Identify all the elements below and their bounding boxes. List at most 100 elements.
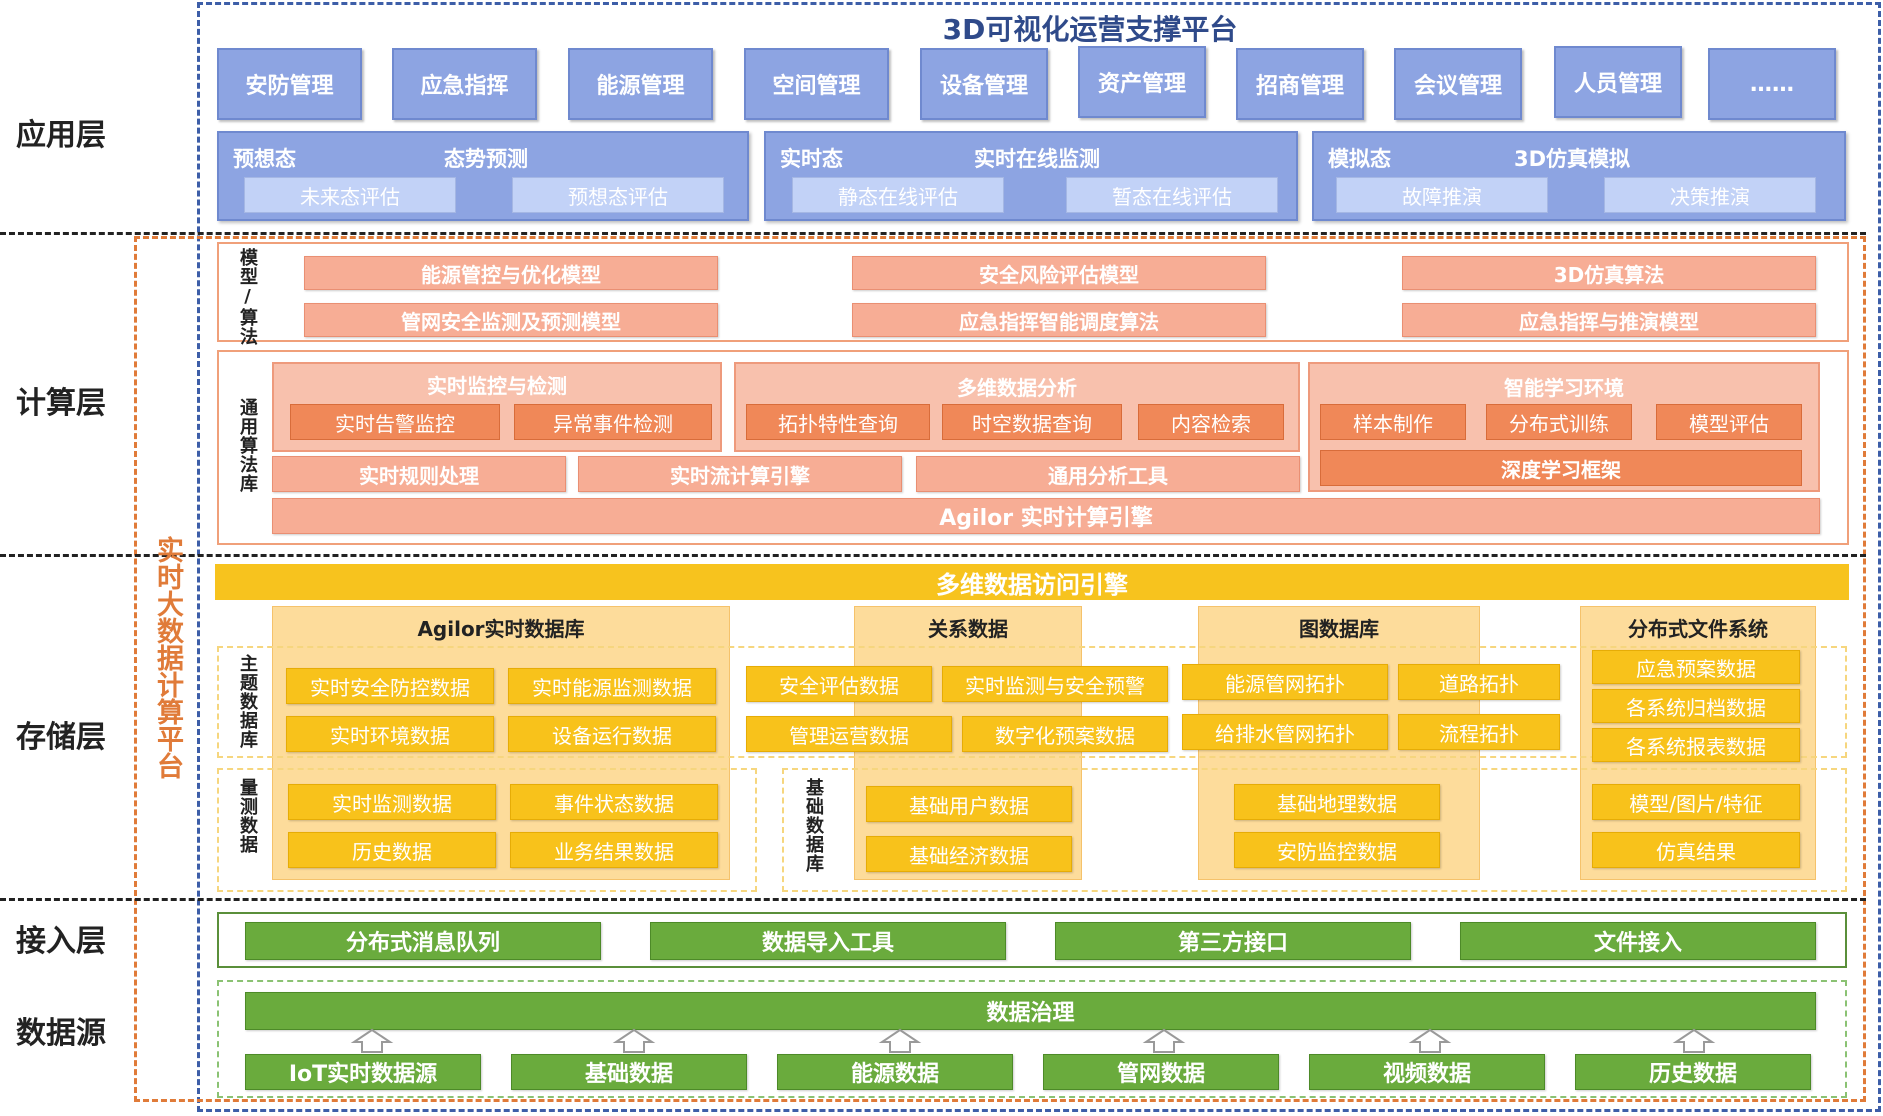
algo-item[interactable]: 内容检索 [1138, 404, 1284, 440]
multi-dim-access-engine[interactable]: 多维数据访问引擎 [215, 564, 1849, 600]
storage-item[interactable]: 数字化预案数据 [962, 716, 1168, 752]
model-item[interactable]: 3D仿真算法 [1402, 256, 1816, 290]
access-item[interactable]: 分布式消息队列 [245, 922, 601, 960]
app-more[interactable]: …… [1708, 48, 1836, 120]
up-arrow-icon [612, 1028, 656, 1053]
app-equipment[interactable]: 设备管理 [920, 48, 1048, 120]
storage-item[interactable]: 历史数据 [288, 832, 496, 868]
algo-item[interactable]: 拓扑特性查询 [746, 404, 930, 440]
algo-row-item[interactable]: 实时规则处理 [272, 456, 566, 492]
app-personnel[interactable]: 人员管理 [1554, 46, 1682, 118]
state-feature: 实时在线监测 [974, 147, 1100, 171]
app-energy[interactable]: 能源管理 [568, 48, 713, 120]
base-db-frame [782, 768, 1847, 892]
algo-panel-learning: 智能学习环境 样本制作 分布式训练 模型评估 深度学习框架 [1308, 362, 1820, 492]
source-item[interactable]: 视频数据 [1309, 1054, 1545, 1090]
algo-item[interactable]: 样本制作 [1320, 404, 1466, 440]
storage-title: 图数据库 [1299, 616, 1379, 641]
app-assets[interactable]: 资产管理 [1078, 46, 1206, 118]
model-item[interactable]: 能源管控与优化模型 [304, 256, 718, 290]
agilor-engine[interactable]: Agilor 实时计算引擎 [272, 498, 1820, 534]
divider-compute-storage [0, 554, 1866, 557]
access-item[interactable]: 第三方接口 [1055, 922, 1411, 960]
storage-item[interactable]: 安防监控数据 [1234, 832, 1440, 868]
divider-storage-access [0, 898, 1866, 901]
state-panel-simulate: 模拟态 3D仿真模拟 故障推演 决策推演 [1312, 131, 1846, 221]
storage-item[interactable]: 事件状态数据 [510, 784, 718, 820]
storage-item[interactable]: 安全评估数据 [746, 666, 932, 702]
state-item[interactable]: 未来态评估 [244, 177, 456, 213]
app-investment[interactable]: 招商管理 [1236, 48, 1364, 120]
algo-item[interactable]: 实时告警监控 [290, 404, 500, 440]
source-item[interactable]: IoT实时数据源 [245, 1054, 481, 1090]
source-item[interactable]: 历史数据 [1575, 1054, 1811, 1090]
side-label: 实时大数据计算平台 [152, 536, 183, 779]
algo-item[interactable]: 分布式训练 [1486, 404, 1632, 440]
storage-item[interactable]: 给排水管网拓扑 [1182, 714, 1388, 750]
storage-item[interactable]: 道路拓扑 [1398, 664, 1560, 700]
measure-data-frame [217, 768, 757, 892]
layer-label-app: 应用层 [16, 118, 106, 153]
storage-item[interactable]: 实时能源监测数据 [508, 668, 716, 704]
state-item[interactable]: 暂态在线评估 [1066, 177, 1278, 213]
layer-label-compute: 计算层 [16, 386, 106, 421]
source-item[interactable]: 管网数据 [1043, 1054, 1279, 1090]
state-item[interactable]: 预想态评估 [512, 177, 724, 213]
app-emergency[interactable]: 应急指挥 [392, 48, 537, 120]
algo-panel-monitor: 实时监控与检测 实时告警监控 异常事件检测 [272, 362, 722, 452]
storage-item[interactable]: 基础经济数据 [866, 836, 1072, 872]
app-meeting[interactable]: 会议管理 [1394, 48, 1522, 120]
platform-frame [197, 2, 1881, 1112]
storage-item[interactable]: 模型/图片/特征 [1592, 784, 1800, 820]
up-arrow-icon [878, 1028, 922, 1053]
access-item[interactable]: 数据导入工具 [650, 922, 1006, 960]
topic-db-label: 主题数据库 [237, 654, 258, 749]
topic-db-frame [217, 646, 1847, 758]
storage-item[interactable]: 基础地理数据 [1234, 784, 1440, 820]
state-name: 预想态 [233, 147, 296, 171]
state-feature: 3D仿真模拟 [1514, 147, 1631, 171]
access-item[interactable]: 文件接入 [1460, 922, 1816, 960]
storage-item[interactable]: 业务结果数据 [510, 832, 718, 868]
algo-row-item[interactable]: 通用分析工具 [916, 456, 1300, 492]
storage-item[interactable]: 实时环境数据 [286, 716, 494, 752]
storage-item[interactable]: 流程拓扑 [1398, 714, 1560, 750]
algo-item[interactable]: 模型评估 [1656, 404, 1802, 440]
storage-item[interactable]: 设备运行数据 [508, 716, 716, 752]
model-item[interactable]: 应急指挥与推演模型 [1402, 303, 1816, 337]
storage-item[interactable]: 各系统归档数据 [1592, 689, 1800, 723]
storage-item[interactable]: 实时安全防控数据 [286, 668, 494, 704]
model-item[interactable]: 应急指挥智能调度算法 [852, 303, 1266, 337]
model-item[interactable]: 管网安全监测及预测模型 [304, 303, 718, 337]
algo-item[interactable]: 时空数据查询 [942, 404, 1122, 440]
algo-row-item[interactable]: 实时流计算引擎 [578, 456, 902, 492]
storage-title: 关系数据 [928, 616, 1008, 641]
layer-label-storage: 存储层 [16, 720, 106, 755]
state-item[interactable]: 决策推演 [1604, 177, 1816, 213]
storage-item[interactable]: 实时监测数据 [288, 784, 496, 820]
deep-learning-framework[interactable]: 深度学习框架 [1320, 450, 1802, 486]
state-feature: 态势预测 [444, 147, 528, 171]
measure-data-label: 量测数据 [237, 778, 258, 854]
app-space[interactable]: 空间管理 [744, 48, 889, 120]
up-arrow-icon [350, 1028, 394, 1053]
storage-item[interactable]: 应急预案数据 [1592, 650, 1800, 684]
algo-item[interactable]: 异常事件检测 [514, 404, 712, 440]
data-governance[interactable]: 数据治理 [245, 992, 1816, 1030]
layer-label-access: 接入层 [16, 924, 106, 959]
app-security[interactable]: 安防管理 [217, 48, 362, 120]
source-item[interactable]: 能源数据 [777, 1054, 1013, 1090]
storage-item[interactable]: 能源管网拓扑 [1182, 664, 1388, 700]
source-item[interactable]: 基础数据 [511, 1054, 747, 1090]
model-item[interactable]: 安全风险评估模型 [852, 256, 1266, 290]
state-item[interactable]: 故障推演 [1336, 177, 1548, 213]
storage-item[interactable]: 基础用户数据 [866, 786, 1072, 822]
state-name: 实时态 [780, 147, 843, 171]
storage-item[interactable]: 实时监测与安全预警 [942, 666, 1168, 702]
storage-item[interactable]: 仿真结果 [1592, 832, 1800, 868]
state-item[interactable]: 静态在线评估 [792, 177, 1004, 213]
state-name: 模拟态 [1328, 147, 1391, 171]
storage-item[interactable]: 各系统报表数据 [1592, 728, 1800, 762]
divider-app-compute [0, 232, 1866, 235]
storage-item[interactable]: 管理运营数据 [746, 716, 952, 752]
